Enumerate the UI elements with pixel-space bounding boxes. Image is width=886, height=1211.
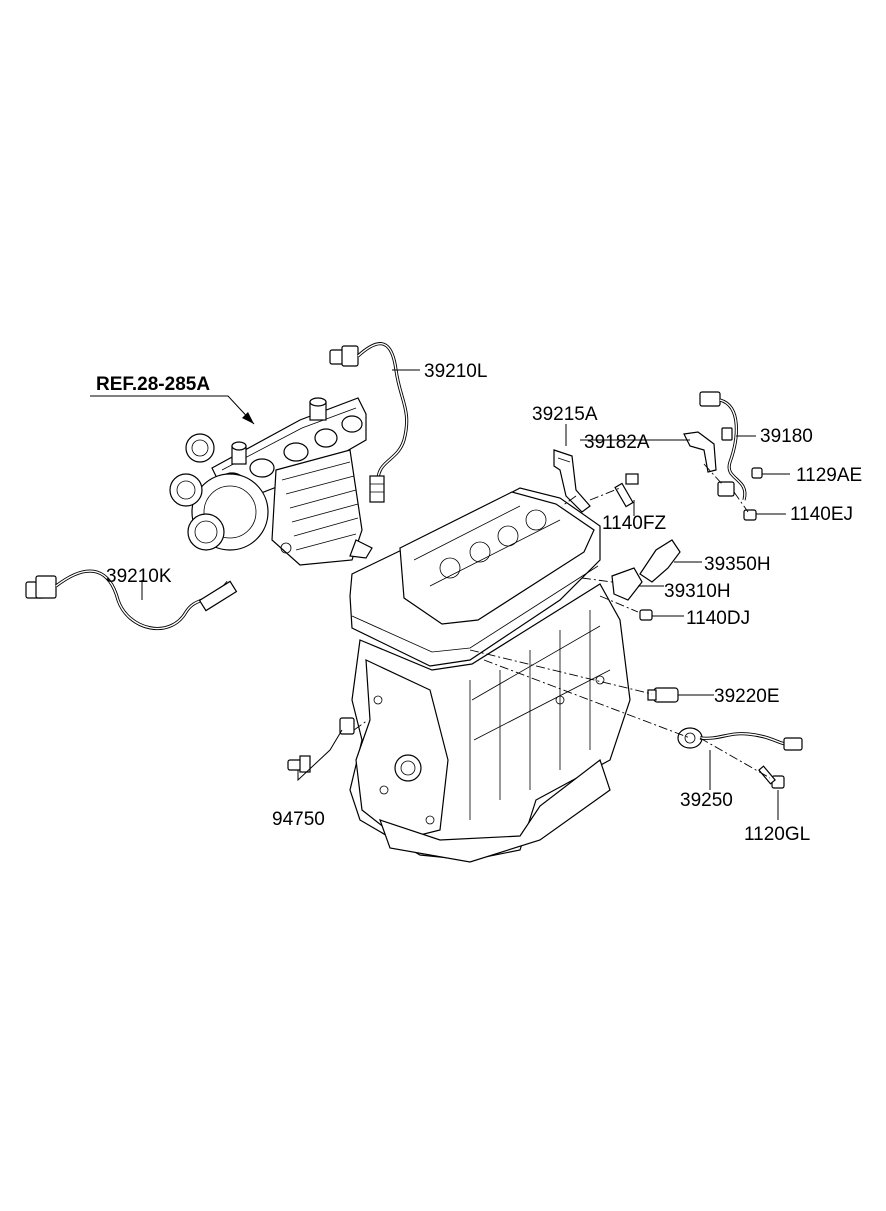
bracket-icon	[553, 449, 591, 513]
part-label-39215A: 39215A	[532, 404, 598, 425]
oxygen-sensor-icon	[329, 342, 409, 503]
part-label-39220E: 39220E	[714, 686, 780, 707]
part-label-1120GL: 1120GL	[744, 824, 810, 845]
part-label-1140FZ: 1140FZ	[602, 513, 666, 534]
part-label-39210K: 39210K	[106, 566, 172, 587]
part-label-39182A: 39182A	[584, 432, 650, 453]
part-label-39250: 39250	[680, 790, 733, 811]
part-label-39310H: 39310H	[664, 581, 731, 602]
bolt-icon	[758, 765, 785, 789]
bracket-icon	[639, 539, 681, 583]
bolt-icon	[639, 609, 653, 621]
part-label-1129AE: 1129AE	[796, 465, 862, 486]
part-label-1140EJ: 1140EJ	[790, 504, 853, 525]
part-label-39350H: 39350H	[704, 554, 771, 575]
bolt-icon	[614, 473, 639, 508]
bracket-icon	[683, 431, 717, 473]
reference-label: REF.28-285A	[96, 374, 210, 395]
engine-block-icon	[349, 487, 631, 863]
bolt-icon	[743, 467, 763, 521]
leader-lines	[90, 369, 790, 820]
part-label-39210L: 39210L	[424, 361, 487, 382]
oxygen-sensor-icon	[25, 569, 238, 630]
part-label-94750: 94750	[272, 809, 325, 830]
sensor-icon	[647, 687, 679, 703]
part-label-1140DJ: 1140DJ	[686, 608, 750, 629]
sensor-icon	[677, 727, 803, 751]
sensor-icon	[287, 717, 355, 773]
sensor-icon	[611, 567, 643, 601]
turbo-manifold-icon	[169, 397, 373, 566]
sensor-icon	[699, 391, 747, 501]
part-label-39180: 39180	[760, 426, 813, 447]
